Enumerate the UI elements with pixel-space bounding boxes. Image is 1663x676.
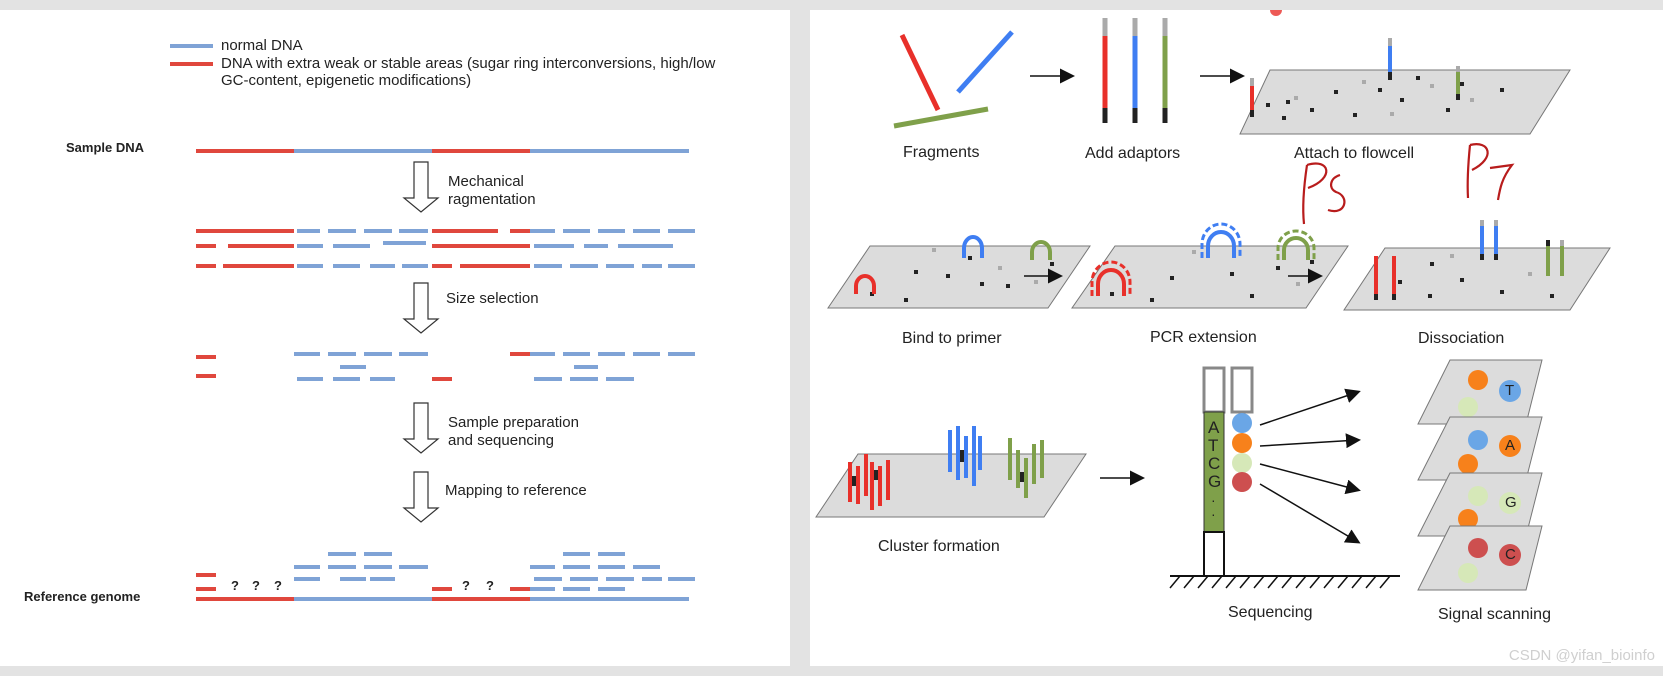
read-slot [1230, 366, 1254, 414]
step-sample-prep-line1: Sample preparation [448, 414, 579, 431]
step-label-sequencing: Sequencing [1228, 604, 1313, 621]
unknown-mark: ? [231, 578, 239, 593]
scan-base-label: C [1505, 546, 1516, 563]
step-mapping: Mapping to reference [445, 482, 587, 499]
down-arrow-mapping [402, 471, 440, 523]
sample-dna-label: Sample DNA [66, 140, 145, 155]
step-label-cluster-formation: Cluster formation [878, 538, 1000, 555]
scan-base-label: A [1505, 437, 1516, 454]
surface-hatching [1169, 575, 1391, 589]
fragmentation-diagram [170, 44, 695, 601]
fragmentation-diagram-panel: normal DNA DNA with extra weak or stable… [0, 10, 790, 666]
sequence-letter: C [1208, 454, 1221, 473]
fragmented-dna-rows [196, 229, 695, 268]
step-label-bind-primer: Bind to primer [902, 330, 1002, 347]
step-label-signal-scanning: Signal scanning [1438, 606, 1551, 623]
base-blue-dot [1232, 413, 1252, 433]
sequence-letter: · [1211, 492, 1216, 508]
base-red-dot [1232, 472, 1252, 492]
step-label-add-adaptors: Add adaptors [1085, 145, 1181, 162]
clusters [848, 426, 1044, 510]
step-label-attach-flowcell: Attach to flowcell [1294, 145, 1415, 162]
watermark: CSDN @yifan_bioinfo [1508, 647, 1655, 664]
step-size-selection: Size selection [446, 290, 539, 307]
step-label-fragments: Fragments [903, 144, 980, 161]
flowcell-primers [1266, 76, 1504, 120]
scan-base-label: G [1505, 494, 1517, 511]
adaptors-illustration [1102, 18, 1168, 123]
cursor-indicator [1270, 10, 1282, 16]
down-arrow-size-selection [402, 282, 440, 334]
sequence-letter: · [1211, 506, 1216, 522]
sequencing-workflow-diagram [815, 10, 1611, 591]
sequencing-workflow-panel: Fragments Add adaptors Attach to flowcel… [810, 10, 1663, 666]
flowcell-plate [1071, 245, 1349, 309]
legend-extra-label-line2: GC-content, epigenetic modifications) [221, 72, 472, 89]
handwritten-annotation [1302, 143, 1515, 225]
read-slot [1202, 366, 1226, 414]
mapped-reads [196, 552, 695, 591]
base-green-dot [1232, 453, 1252, 473]
unknown-mark: ? [274, 578, 282, 593]
reference-genome-label: Reference genome [24, 589, 141, 604]
unknown-mark: ? [462, 578, 470, 593]
down-arrow-sample-prep [402, 402, 440, 454]
unknown-mark: ? [486, 578, 494, 593]
attached-strands [1250, 38, 1460, 117]
down-arrow-mechanical [402, 161, 440, 213]
strand-anchor [1203, 531, 1225, 577]
flowcell-plate [1343, 247, 1611, 311]
scan-base-label: T [1505, 382, 1515, 399]
step-mechanical-line2: ragmentation [448, 191, 536, 208]
step-mechanical-line1: Mechanical [448, 173, 524, 190]
signal-arrows [1259, 388, 1361, 544]
flowcell-plate [827, 245, 1091, 309]
sequence-letter: G [1208, 472, 1222, 491]
sequence-letter: T [1208, 436, 1219, 455]
unknown-mark: ? [252, 578, 260, 593]
step-label-pcr-extension: PCR extension [1150, 329, 1257, 346]
fragments-illustration [893, 30, 1014, 129]
legend-extra-label-line1: DNA with extra weak or stable areas (sug… [221, 55, 716, 72]
legend-normal-label: normal DNA [221, 37, 303, 54]
size-selected-rows [196, 352, 695, 381]
step-label-dissociation: Dissociation [1418, 330, 1505, 347]
sequence-letter: A [1208, 418, 1220, 437]
step-sample-prep-line2: and sequencing [448, 432, 554, 449]
signal-scan-layers [1417, 359, 1543, 591]
base-orange-dot [1232, 433, 1252, 453]
